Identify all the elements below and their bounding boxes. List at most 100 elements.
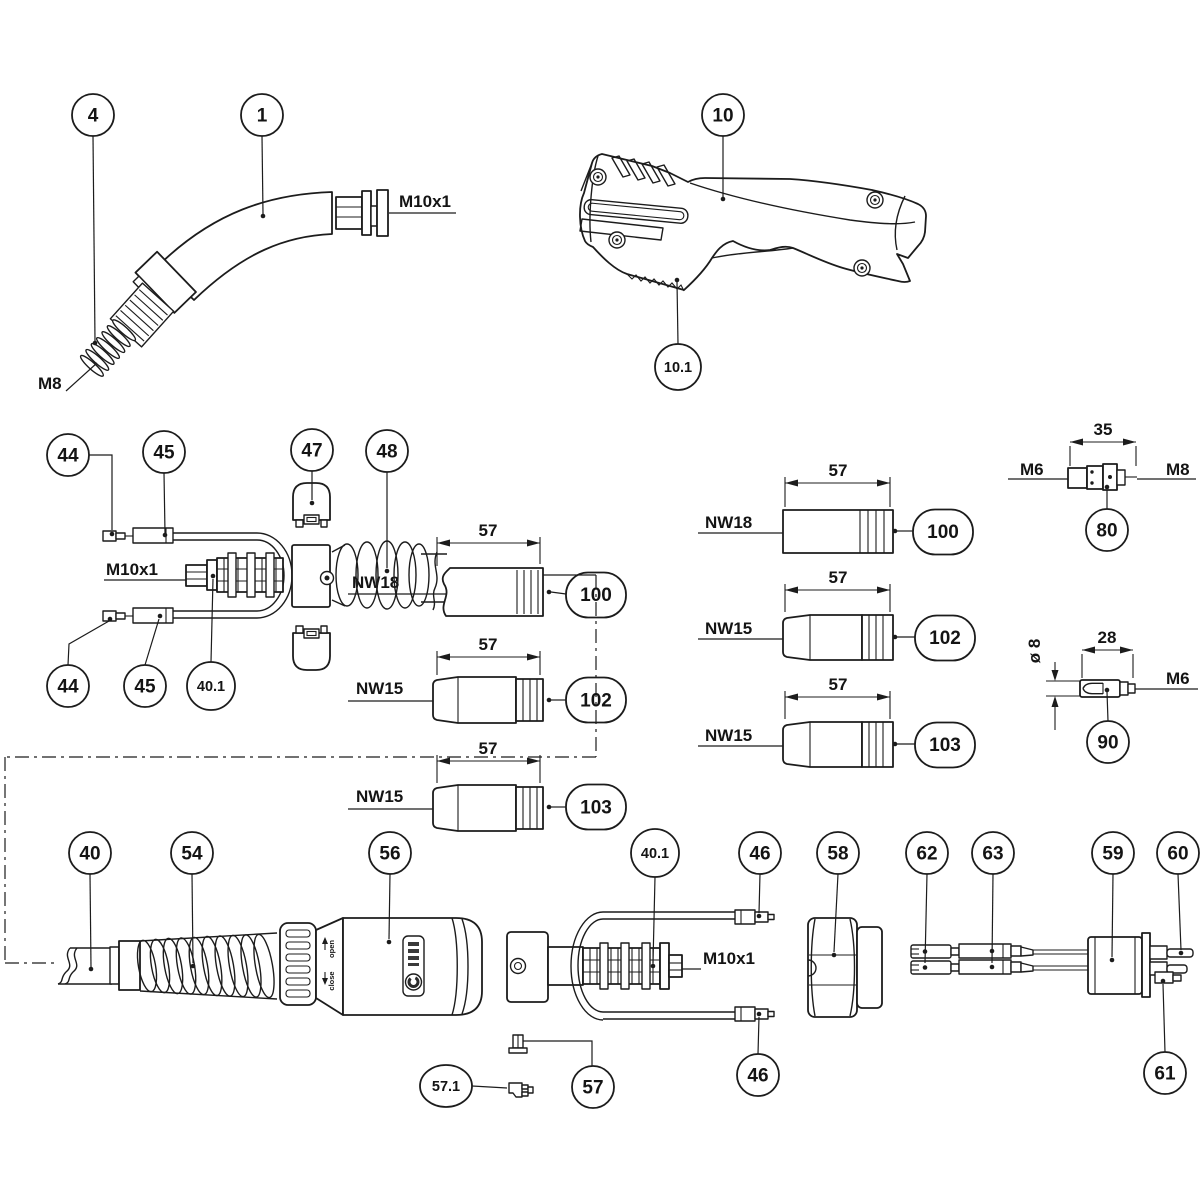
screw-icon	[866, 191, 884, 209]
svg-text:103: 103	[929, 735, 961, 756]
tip-adaptor-body	[1067, 463, 1137, 491]
svg-text:47: 47	[301, 441, 322, 462]
balloon-56: 56	[368, 831, 412, 945]
balloon-48: 48	[365, 429, 409, 574]
handle-slot-outer	[583, 198, 689, 224]
svg-text:57: 57	[479, 739, 498, 758]
trigger-clip-57-1	[508, 1082, 534, 1098]
balloon-102-right: 102	[892, 614, 976, 662]
balloon-100-right: 100	[892, 508, 974, 556]
balloon-47: 47	[290, 428, 334, 506]
adjust-collar: open close	[315, 917, 344, 1016]
control-plug-assembly: 62 63 59 60 61	[905, 831, 1200, 1095]
pin-46-bottom	[734, 1006, 775, 1022]
screw-icon	[853, 259, 871, 277]
balloon-40-1-bottom: 40.1	[630, 828, 680, 969]
dim-57-r1: 57	[784, 461, 891, 507]
handle-assembly: 10 10.1	[579, 93, 927, 391]
grip-ridges	[611, 155, 676, 187]
mount-block	[291, 544, 335, 608]
svg-text:40.1: 40.1	[641, 846, 669, 862]
svg-text:54: 54	[181, 844, 203, 865]
nozzle-102-right	[782, 614, 894, 661]
svg-text:62: 62	[916, 844, 937, 865]
part-90-contact-tip: 28 ø 8 M6 90	[1025, 628, 1198, 764]
label-m10x1-bottom: M10x1	[703, 949, 755, 968]
screw-icon	[589, 168, 607, 186]
open-arrow-icon	[322, 937, 328, 950]
svg-text:48: 48	[376, 442, 397, 463]
svg-text:60: 60	[1167, 844, 1188, 865]
handle-rear-seam2	[589, 155, 599, 243]
svg-text:40.1: 40.1	[197, 679, 225, 695]
flat-terminal-top	[910, 944, 952, 959]
svg-text:57.1: 57.1	[432, 1079, 460, 1095]
label-m10x1-neck: M10x1	[399, 192, 451, 211]
balloon-100-left-label: 100	[580, 585, 612, 606]
connector-nut-58	[807, 917, 883, 1018]
label-leader-m8	[65, 362, 98, 392]
dim-57-r3: 57	[784, 675, 891, 719]
spiral-strain-relief	[136, 932, 278, 1000]
ribbed-nut	[279, 922, 317, 1006]
svg-text:57: 57	[479, 635, 498, 654]
balloon-57: 57	[523, 1040, 615, 1109]
svg-text:56: 56	[379, 844, 400, 865]
balloon-90: 90	[1086, 687, 1130, 764]
bottom-contact-wires	[570, 911, 735, 1021]
handle-outline	[579, 153, 927, 291]
inline-connector-bottom	[958, 959, 1088, 975]
svg-text:35: 35	[1094, 420, 1113, 439]
balloon-62: 62	[905, 831, 949, 970]
nozzle-spring	[79, 319, 137, 377]
balloon-45-top: 45	[142, 430, 186, 538]
close-arrow-icon	[322, 972, 328, 985]
label-close: close	[327, 971, 336, 990]
label-nw15-l3: NW15	[356, 787, 403, 806]
svg-text:28: 28	[1098, 628, 1117, 647]
pin-contact-top	[102, 527, 174, 544]
balloon-40: 40	[68, 831, 112, 972]
handle-endcap-seam	[894, 195, 906, 251]
nozzle-100-right	[782, 509, 894, 554]
svg-text:45: 45	[134, 677, 156, 698]
svg-text:63: 63	[982, 844, 1003, 865]
svg-text:46: 46	[747, 1066, 768, 1087]
svg-text:4: 4	[88, 106, 99, 127]
cable-break-end	[57, 947, 112, 985]
svg-text:58: 58	[827, 844, 848, 865]
contact-wires	[173, 532, 293, 619]
svg-text:59: 59	[1102, 844, 1123, 865]
nozzle-103-right	[782, 721, 894, 768]
balloon-10-1: 10.1	[654, 277, 702, 391]
brand-label	[402, 935, 425, 997]
inline-connector-top	[958, 943, 1088, 959]
balloon-102-left-label: 102	[580, 691, 612, 712]
svg-text:80: 80	[1096, 521, 1117, 542]
balloon-58: 58	[816, 831, 860, 958]
label-m8-neck: M8	[38, 374, 62, 393]
balloon-44-top: 44	[46, 433, 115, 537]
screw-icon	[608, 231, 626, 249]
terminal-pin-bottom	[950, 963, 960, 972]
label-nw15-r2: NW15	[705, 619, 752, 638]
svg-text:57: 57	[479, 521, 498, 540]
dim-57-r2: 57	[784, 568, 891, 612]
svg-text:46: 46	[749, 844, 770, 865]
balloon-57-1: 57.1	[419, 1064, 508, 1108]
pin-contact-bottom	[102, 607, 174, 624]
balloon-46-top: 46	[738, 831, 782, 919]
balloon-40-1-mid: 40.1	[186, 573, 236, 711]
cable-assembly: open close	[57, 828, 883, 1109]
neck-spring-48	[331, 540, 430, 610]
nozzle-column-right: 57 NW18 100 57 NW15 102	[698, 461, 976, 769]
nozzle-column-left: 57 57 NW15 57 NW15	[348, 521, 627, 832]
handle-rear-seam	[580, 162, 593, 192]
svg-text:57: 57	[829, 675, 848, 694]
svg-text:10.1: 10.1	[664, 360, 692, 376]
label-m6-80: M6	[1020, 460, 1044, 479]
svg-text:10: 10	[712, 106, 733, 127]
handle-screws	[589, 168, 884, 277]
contact-tip-body	[1079, 679, 1198, 698]
balloon-4: 4	[71, 93, 115, 346]
